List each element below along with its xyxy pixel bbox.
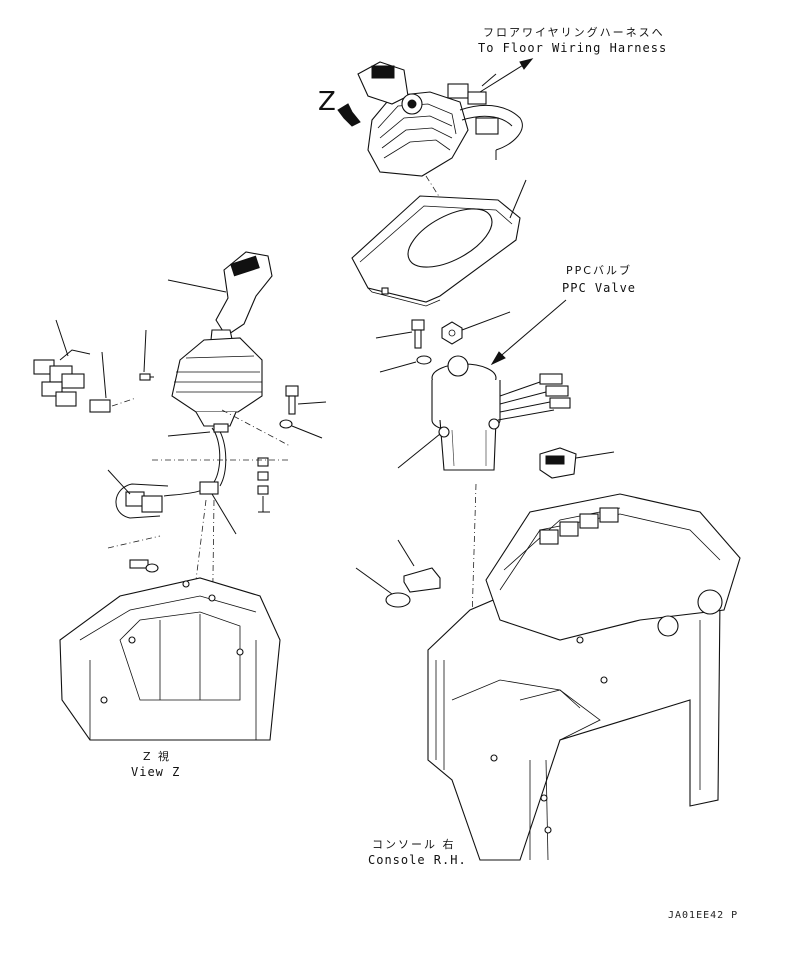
lever-boot: [171, 337, 263, 427]
ppc-valve-label-en: PPC Valve: [562, 281, 636, 295]
connector-set: [33, 319, 91, 407]
mount-washer: [279, 419, 323, 439]
console-switch: [539, 447, 615, 479]
assembly-lines-left: [152, 409, 291, 651]
cover-plug: [397, 539, 441, 593]
ppc-valve-label-jp: PPCバルブ: [566, 263, 632, 277]
view-z-marker: Z: [318, 87, 336, 117]
console-label-en: Console R.H.: [368, 853, 467, 867]
console-rh: [427, 493, 741, 861]
cover-washer: [379, 355, 432, 373]
lever-assembly-top: [357, 61, 523, 177]
mount-bolt: [285, 385, 327, 415]
spacer-stack: [257, 457, 270, 513]
view-z-caption-jp: Z 視: [143, 749, 171, 763]
console-label-jp: コンソール 右: [372, 837, 456, 851]
floor-harness-label-jp: フロアワイヤリングハーネスへ: [483, 25, 665, 39]
small-screw: [139, 329, 154, 381]
ppc-valve-arrow: [490, 299, 567, 366]
hole-cap: [355, 567, 411, 608]
lever-harness: [107, 423, 237, 535]
floor-harness-label-en: To Floor Wiring Harness: [478, 41, 667, 55]
cover-bolt: [375, 319, 425, 349]
control-lever: [167, 251, 273, 351]
console-base-left: [59, 577, 281, 741]
view-z-caption-en: View Z: [131, 765, 180, 779]
console-cover: [351, 175, 527, 307]
ppc-valve: [397, 355, 571, 621]
drawing-code: JA01EE42 P: [668, 910, 738, 921]
mount-screw: [107, 535, 161, 573]
view-z-arrow: [337, 103, 361, 127]
floor-harness-arrow: [479, 58, 534, 93]
cover-nut: [441, 311, 511, 345]
relay-connector: [89, 351, 137, 413]
